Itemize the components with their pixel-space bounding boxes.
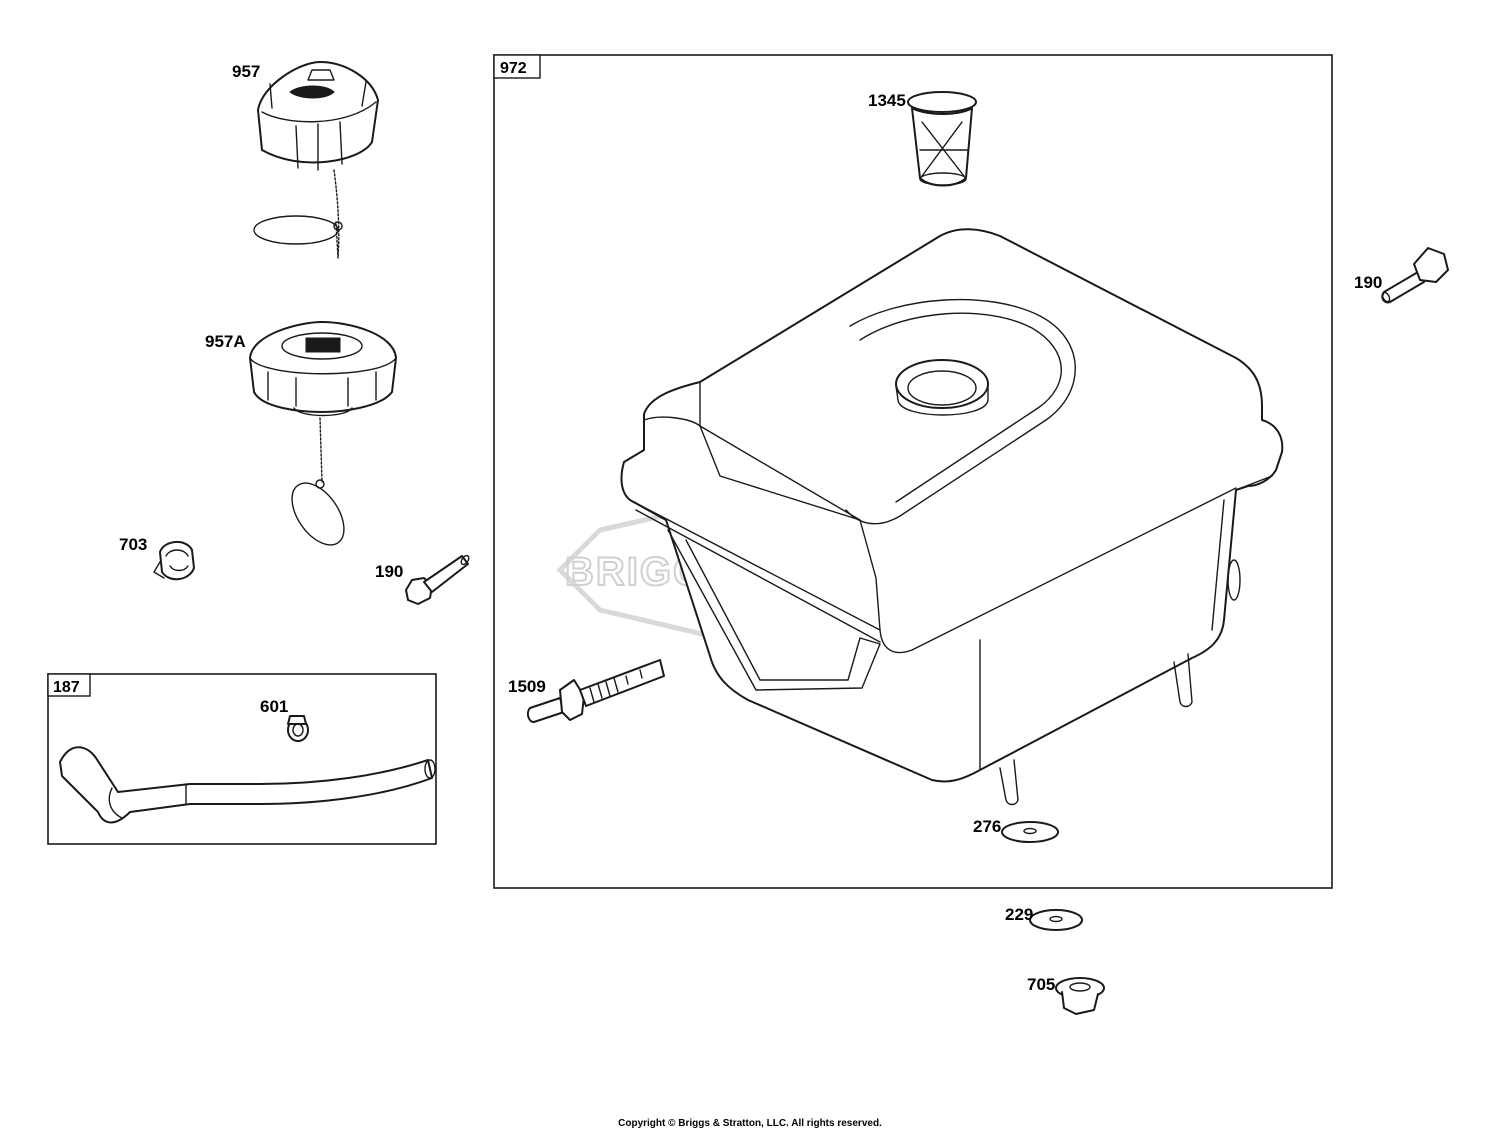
callout-190-right: 190: [1354, 273, 1382, 292]
fuel-cap-957[interactable]: [253, 61, 379, 259]
washer-276[interactable]: [1001, 821, 1059, 843]
callout-229: 229: [1005, 905, 1033, 924]
callout-190-left: 190: [375, 562, 403, 581]
fuel-cap-957a[interactable]: [249, 321, 397, 554]
frame-972-label: 972: [500, 60, 527, 77]
copyright-notice: Copyright © Briggs & Stratton, LLC. All …: [618, 1118, 882, 1129]
fuel-line-hose[interactable]: [59, 746, 436, 824]
clamp-601[interactable]: [287, 715, 309, 742]
callout-705: 705: [1027, 975, 1055, 994]
callout-1509: 1509: [508, 677, 546, 696]
callout-957: 957: [232, 62, 260, 81]
frame-187: 187: [47, 673, 437, 845]
washer-229[interactable]: [1029, 909, 1083, 931]
fuel-tank-972[interactable]: [620, 228, 1284, 806]
frame-187-label: 187: [53, 679, 80, 696]
clamp-703[interactable]: [153, 541, 195, 581]
frame-972: 972: [493, 54, 1333, 889]
screw-190-right[interactable]: [1381, 247, 1449, 304]
strainer-1345[interactable]: [907, 91, 977, 187]
nut-705[interactable]: [1055, 977, 1105, 1015]
callout-703: 703: [119, 535, 147, 554]
screw-190-left[interactable]: [405, 554, 470, 605]
valve-1509[interactable]: [526, 659, 665, 723]
callout-601: 601: [260, 697, 288, 716]
callout-1345: 1345: [868, 91, 906, 110]
callout-957a: 957A: [205, 332, 246, 351]
callout-276: 276: [973, 817, 1001, 836]
